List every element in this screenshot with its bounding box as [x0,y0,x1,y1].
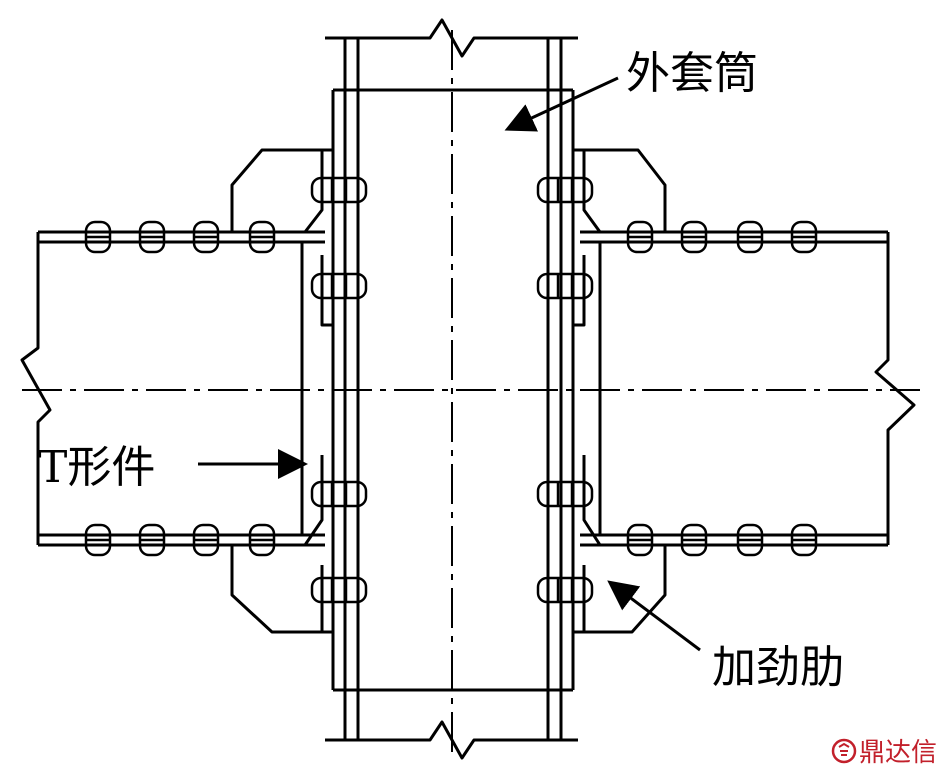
bolt [536,272,594,300]
watermark: 鼎达信 [831,732,937,769]
bolt [248,220,276,254]
bolt [536,176,594,204]
bolt [138,523,166,557]
bolt [310,272,368,300]
stiffener-bottom-right [573,545,667,634]
bolt [536,480,594,508]
bolt [790,523,818,557]
bolt [790,220,818,254]
t-part-bottom-left [303,455,324,632]
left-beam [20,230,325,547]
bolt [736,220,764,254]
stiffener-top-right [573,148,667,232]
bolt [192,523,220,557]
bolt [626,220,654,254]
bolt [310,176,368,204]
right-beam [580,230,916,547]
t-shaped-part-label: T形件 [38,442,156,493]
bolt [626,523,654,557]
sleeve-leader-arrow [504,76,619,132]
stiffener-label: 加劲肋 [712,642,844,693]
bolt [680,523,708,557]
bolt [736,523,764,557]
t-part-top-left [303,150,333,327]
watermark-logo-icon [831,738,857,763]
bolt [536,576,594,604]
bolt [310,576,368,604]
bolt [138,220,166,254]
bolt [192,220,220,254]
beam-flange-bolts [84,220,818,557]
t-part-bottom-right [582,455,602,632]
t-part-top-right [573,150,602,327]
stiffener-leader-arrow [607,580,701,652]
bolt [84,220,112,254]
bolt [680,220,708,254]
bolt [310,480,368,508]
outer-sleeve-label: 外套筒 [626,48,758,99]
sleeve-bolts [310,176,594,604]
bolt [248,523,276,557]
bolt [84,523,112,557]
stiffener-top-left [230,148,333,232]
stiffener-bottom-left [230,545,333,634]
watermark-text: 鼎达信 [858,738,937,768]
